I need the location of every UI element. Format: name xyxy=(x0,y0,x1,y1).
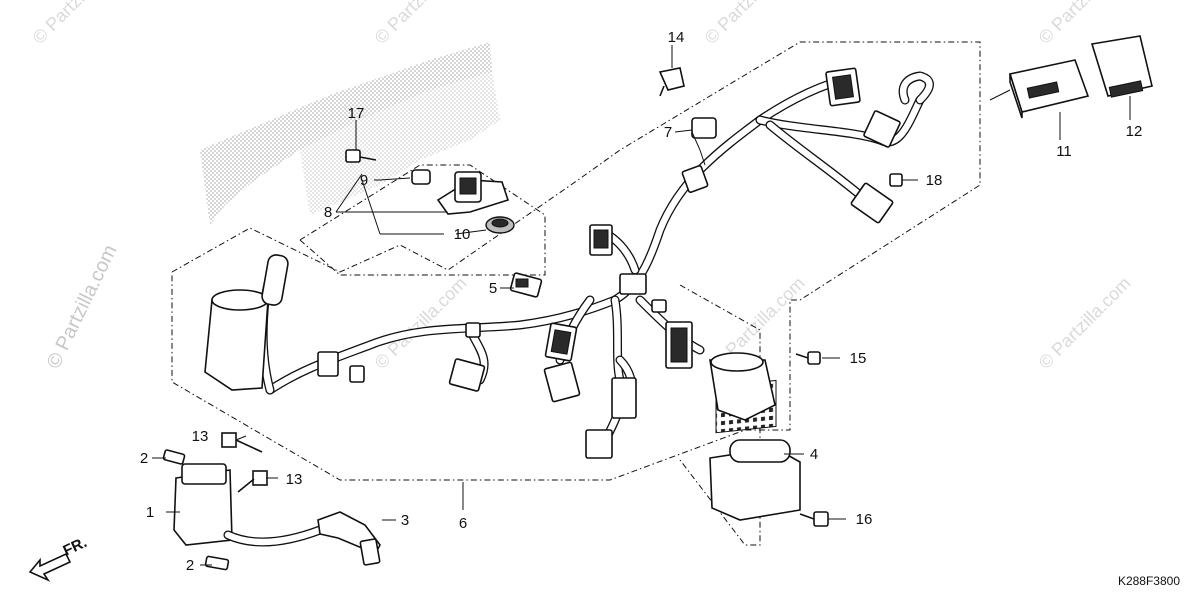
callout-11: 11 xyxy=(1056,143,1072,160)
callout-17: 17 xyxy=(348,105,365,122)
part-13-bolt-lower xyxy=(237,470,268,493)
diagram-code: K288F3800 xyxy=(1118,574,1180,588)
callout-4: 4 xyxy=(810,446,818,463)
callout-13-upper: 13 xyxy=(192,428,209,445)
regulator-outline xyxy=(679,284,761,546)
harness-connectors xyxy=(317,67,901,459)
callout-9: 9 xyxy=(360,172,368,189)
part-14-band xyxy=(658,67,685,97)
part-16-bolt xyxy=(799,511,829,527)
callout-2-upper: 2 xyxy=(140,450,148,467)
part-8-bracket xyxy=(436,171,510,215)
svg-text:© Partzilla.com: © Partzilla.com xyxy=(371,273,471,373)
part-3-spark-plug-cap xyxy=(317,511,381,566)
svg-text:© Partzilla.com: © Partzilla.com xyxy=(371,0,471,48)
callout-15: 15 xyxy=(850,350,867,367)
part-10-grommet xyxy=(485,216,515,234)
callout-labels: 1 2 2 3 4 5 6 7 8 9 10 11 12 13 13 14 15… xyxy=(140,29,1143,574)
front-direction-label: FR. xyxy=(61,534,90,560)
part-9-collar xyxy=(411,169,431,185)
watermark-vertical: © Partzilla.com xyxy=(43,241,122,372)
leader-lines xyxy=(152,45,1131,566)
svg-text:© Partzilla.com: © Partzilla.com xyxy=(1035,273,1135,373)
callout-8: 8 xyxy=(324,204,332,221)
callout-5: 5 xyxy=(489,280,497,297)
part-11-relay xyxy=(1008,59,1090,119)
svg-text:© Partzilla.com: © Partzilla.com xyxy=(701,0,801,48)
callout-1: 1 xyxy=(146,504,154,521)
callout-18: 18 xyxy=(926,172,943,189)
callout-7: 7 xyxy=(664,124,672,141)
callout-13-lower: 13 xyxy=(286,471,303,488)
part-17-bolt xyxy=(345,149,377,163)
callout-14: 14 xyxy=(668,29,685,46)
part-15-bolt xyxy=(795,351,821,365)
regulator-canister xyxy=(709,352,776,421)
callout-10: 10 xyxy=(454,226,471,243)
front-direction-arrow: FR. xyxy=(28,534,90,582)
callout-6: 6 xyxy=(459,515,467,532)
svg-text:© Partzilla.com: © Partzilla.com xyxy=(29,0,129,48)
part-2-clip-upper xyxy=(162,449,186,465)
callout-16: 16 xyxy=(856,511,873,528)
part-2-clip-lower xyxy=(204,555,230,571)
harness-group-outline xyxy=(171,41,981,481)
watermark-row-top: © Partzilla.com © Partzilla.com © Partzi… xyxy=(29,0,1135,48)
part-5-clip xyxy=(509,272,543,298)
part-12-relay-cover xyxy=(1090,35,1153,98)
harness-end-canister xyxy=(204,254,289,391)
part-1-ignition-coil xyxy=(173,463,325,547)
part-18-clip xyxy=(889,173,903,187)
callout-3: 3 xyxy=(401,512,409,529)
part-13-bolt-upper xyxy=(221,432,263,453)
frame-silhouette-lower xyxy=(300,72,500,215)
frame-silhouette xyxy=(200,42,492,225)
callout-12: 12 xyxy=(1126,123,1143,140)
part-7-holder xyxy=(691,117,717,139)
callout-2-lower: 2 xyxy=(186,557,194,574)
